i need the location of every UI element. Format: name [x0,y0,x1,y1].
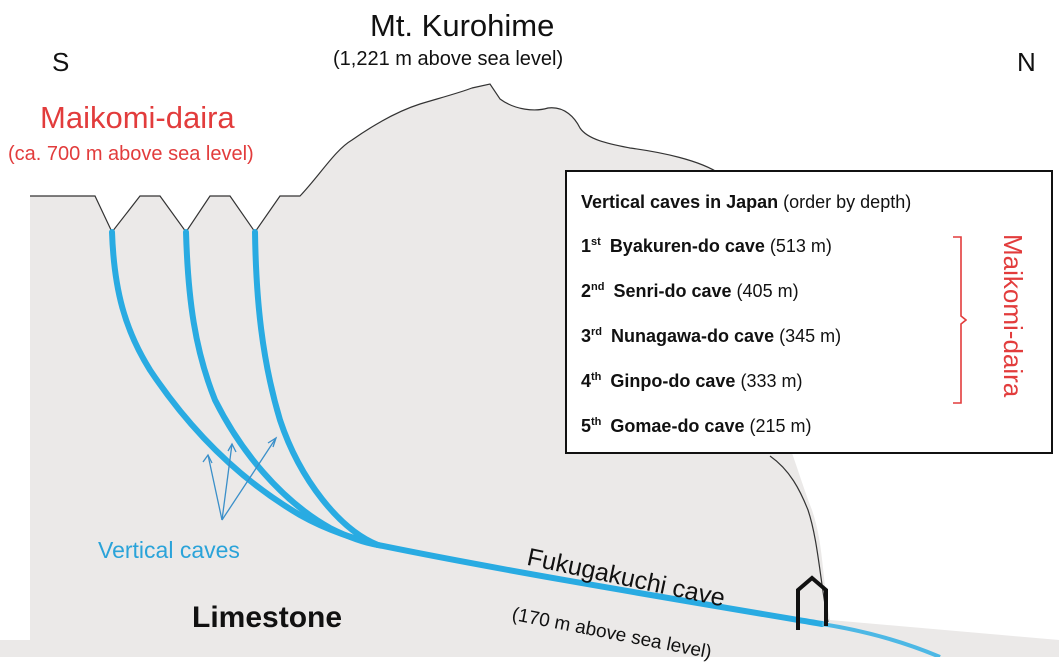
legend-cave-name: Nunagawa-do cave [611,326,774,346]
legend-rank-suffix: nd [591,281,604,293]
legend-bracket-label: Maikomi-daira [997,234,1028,397]
plateau-label: Maikomi-daira [40,102,235,133]
direction-south: S [52,49,69,75]
direction-north: N [1017,49,1036,75]
legend-row: 2nd Senri-do cave (405 m) [581,281,799,302]
legend-rank-suffix: th [591,371,601,383]
legend-heading-title: Vertical caves in Japan [581,192,778,212]
legend-cave-name: Senri-do cave [613,281,731,301]
legend-bracket [953,236,967,404]
plateau-elevation: (ca. 700 m above sea level) [8,144,254,164]
legend-cave-name: Gomae-do cave [610,416,744,436]
mountain-title: Mt. Kurohime [370,10,554,41]
legend-row: 3rd Nunagawa-do cave (345 m) [581,326,841,347]
limestone-label: Limestone [192,603,342,633]
legend-rank: 4 [581,371,591,391]
legend-rank: 5 [581,416,591,436]
legend-cave-name: Ginpo-do cave [610,371,735,391]
legend-rank: 1 [581,236,591,256]
legend-row: 5th Gomae-do cave (215 m) [581,416,812,437]
legend-heading-note: (order by depth) [783,192,911,212]
legend-box: Vertical caves in Japan (order by depth)… [565,170,1053,454]
legend-cave-depth: (405 m) [737,281,799,301]
legend-cave-depth: (513 m) [770,236,832,256]
legend-rank: 2 [581,281,591,301]
legend-rank-suffix: rd [591,326,602,338]
mountain-elevation: (1,221 m above sea level) [333,49,563,69]
vertical-caves-label: Vertical caves [98,539,240,562]
legend-rank-suffix: th [591,416,601,428]
legend-cave-depth: (345 m) [779,326,841,346]
legend-cave-depth: (215 m) [750,416,812,436]
legend-heading: Vertical caves in Japan (order by depth) [581,192,911,213]
legend-rank-suffix: st [591,236,601,248]
legend-row: 4th Ginpo-do cave (333 m) [581,371,802,392]
legend-cave-depth: (333 m) [740,371,802,391]
legend-row: 1st Byakuren-do cave (513 m) [581,236,832,257]
legend-rank: 3 [581,326,591,346]
legend-cave-name: Byakuren-do cave [610,236,765,256]
